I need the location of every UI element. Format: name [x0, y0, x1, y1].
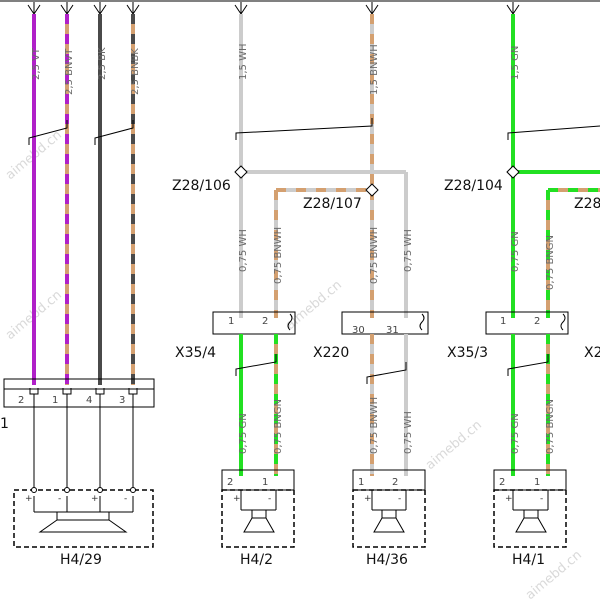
h4-29-minus-2: -: [124, 494, 127, 504]
pin-x1-2: 2: [18, 395, 24, 406]
connector-x220-label: X220: [313, 345, 349, 361]
speaker-h4-36-label: H4/36: [366, 552, 408, 568]
speaker-h4-29-box: [13, 489, 154, 548]
entry-arrows: [27, 2, 520, 15]
label-075-wh-c: 0,75 WH: [403, 411, 414, 454]
group-h4-2-h4-36: Z28/106 Z28/107 1,5 WH 1,5 BNWH 0,75 WH …: [172, 14, 429, 568]
h4-1-plus: +: [505, 494, 513, 504]
splice-z28-104: [506, 165, 520, 179]
h4-29-plus-1: +: [25, 494, 33, 504]
entry-arrow-bk: [93, 2, 107, 15]
pin-h4-2-1: 1: [262, 477, 268, 488]
splice-z28-106: [234, 165, 248, 179]
speaker-h4-1-box: [493, 489, 567, 548]
label-075-gn-c: 0,75 GN: [510, 413, 521, 454]
label-075-bnwh-a: 0,75 BNWH: [273, 227, 284, 284]
label-15-gn: 1,5 GN: [510, 46, 521, 80]
label-075-bngn-a: 0,75 BNGN: [273, 399, 284, 454]
h4-1-speaker-symbol: [512, 490, 549, 533]
h4-1-minus: -: [540, 494, 543, 504]
node-z28-106-label: Z28/106: [172, 178, 231, 194]
pin-x35-4-2: 2: [262, 316, 268, 327]
label-25-bnvt: 2,5 BNVT: [64, 48, 75, 95]
twist-marker-7: [507, 354, 549, 376]
pin-x35-3-2: 2: [534, 316, 540, 327]
entry-arrow-gn: [506, 2, 520, 15]
node-z28-cut-label: Z28: [574, 196, 600, 212]
label-075-gn-a: 0,75 GN: [238, 413, 249, 454]
twist-marker-1: [28, 120, 68, 145]
x220-shield-mark: [419, 313, 425, 331]
group-h4-1: Z28/104 Z28 1,5 GN 0,75 GN 0,75 BNGN 1 2…: [444, 14, 600, 568]
pin-x1-4: 4: [86, 395, 92, 406]
group-h4-29: 2,5 VT 2,5 BNVT 2,5 BK 2,5 BNBK 2 1 4 3 …: [0, 14, 155, 568]
label-25-vt: 2,5 VT: [31, 47, 42, 80]
pin-x1-1: 1: [52, 395, 58, 406]
x35-4-shield-mark: [287, 313, 293, 331]
label-075-bngn-c: 0,75 BNGN: [545, 399, 556, 454]
twist-marker-4: [235, 354, 277, 376]
speaker-h4-1-label: H4/1: [512, 552, 545, 568]
connector-x2-cut-label: X2: [584, 345, 600, 361]
label-075-gn-b: 0,75 GN: [510, 231, 521, 272]
speaker-h4-2-box: [221, 489, 295, 548]
watermark-3: aimebd.cn: [283, 278, 345, 333]
label-25-bnbk: 2,5 BNBK: [130, 48, 141, 95]
h4-29-plus-2: +: [91, 494, 99, 504]
entry-arrow-wh: [234, 2, 248, 15]
h4-2-speaker-symbol: [240, 490, 277, 533]
speaker-h4-36-box: [352, 489, 426, 548]
h4-36-minus: -: [398, 494, 401, 504]
entry-arrow-vt: [27, 2, 41, 15]
h4-29-minus-1: -: [58, 494, 61, 504]
connector-x220-outline: [341, 311, 429, 335]
h4-29-speaker-symbol: [33, 496, 134, 533]
label-25-bk: 2,5 BK: [97, 47, 108, 80]
connector-x35-4-label: X35/4: [175, 345, 216, 361]
pin-x35-3-1: 1: [500, 316, 506, 327]
x1-to-h4-29-lines: [33, 394, 134, 490]
pin-x220-31: 31: [386, 325, 399, 336]
splice-z28-107: [365, 183, 379, 197]
x35-3-shield-mark: [560, 313, 566, 331]
connector-x35-4-outline: [212, 311, 296, 335]
entry-arrow-bnbk: [126, 2, 140, 15]
pin-h4-1-1: 1: [534, 477, 540, 488]
twist-marker-3: [235, 118, 373, 140]
pin-x220-30: 30: [352, 325, 365, 336]
h4-2-plus: +: [233, 494, 241, 504]
pin-h4-1-2: 2: [499, 477, 505, 488]
connector-x35-3-outline: [485, 311, 569, 335]
twist-marker-5: [366, 362, 407, 384]
pin-h4-36-1: 1: [358, 477, 364, 488]
h4-36-speaker-symbol: [371, 490, 407, 533]
label-075-wh-a: 0,75 WH: [238, 229, 249, 272]
speaker-h4-29-label: H4/29: [60, 552, 102, 568]
connector-x1-label: 1: [0, 416, 9, 432]
label-075-bngn-b: 0,75 BNGN: [545, 235, 556, 290]
pin-x35-4-1: 1: [228, 316, 234, 327]
entry-arrow-bnwh: [365, 2, 379, 15]
twist-marker-2: [94, 120, 134, 145]
twist-marker-6: [507, 125, 600, 140]
speaker-h4-2-label: H4/2: [240, 552, 273, 568]
label-15-bnwh: 1,5 BNWH: [369, 44, 380, 95]
connector-x35-3-label: X35/3: [447, 345, 488, 361]
label-075-wh-b: 0,75 WH: [403, 229, 414, 272]
watermark-4: aimebd.cn: [423, 418, 485, 473]
pin-h4-36-2: 2: [392, 477, 398, 488]
label-15-wh: 1,5 WH: [238, 44, 249, 81]
h4-29-terminals: [31, 487, 136, 493]
pin-h4-2-2: 2: [227, 477, 233, 488]
connector-x1-header: [3, 378, 155, 390]
node-z28-107-label: Z28/107: [303, 196, 362, 212]
h4-2-minus: -: [268, 494, 271, 504]
h4-36-plus: +: [364, 494, 372, 504]
label-075-bnwh-b: 0,75 BNWH: [369, 227, 380, 284]
pin-x1-3: 3: [119, 395, 125, 406]
label-075-bnwh-c: 0,75 BNWH: [369, 397, 380, 454]
entry-arrow-bnvt: [60, 2, 74, 15]
node-z28-104-label: Z28/104: [444, 178, 503, 194]
